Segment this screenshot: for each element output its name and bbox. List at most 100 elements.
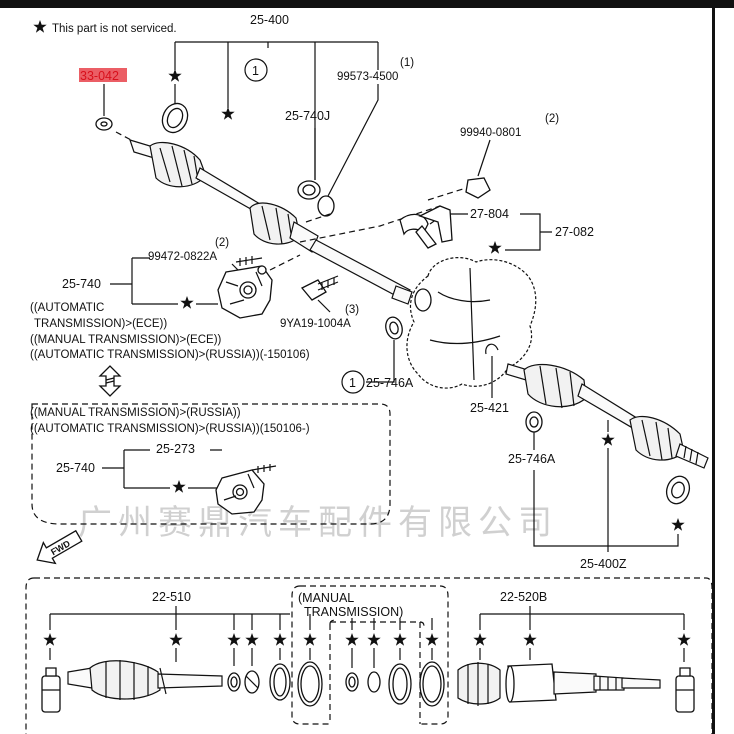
manual-box-line-2: TRANSMISSION)	[304, 605, 403, 619]
boot-kit	[457, 662, 501, 706]
callout-99573-ref: (1)	[400, 57, 414, 69]
support-bracket-russia	[215, 469, 265, 515]
star-kit-11	[473, 633, 487, 646]
boot-band-kit-2	[297, 661, 323, 707]
bracket-22-510	[49, 606, 311, 630]
callout-25-746A-left: 25-746A	[366, 376, 414, 390]
legend-note: This part is not serviced.	[52, 23, 177, 35]
callout-25-273: 25-273	[156, 442, 195, 456]
star-kit-10	[425, 633, 439, 646]
star-kit-7	[345, 633, 359, 646]
right-outer-boot	[629, 415, 685, 461]
callout-22-520B: 22-520B	[500, 590, 547, 604]
grease-tube-left	[41, 667, 61, 713]
star-25-740-russia	[172, 480, 186, 493]
callout-9ya19-1004A: 9YA19-1004A	[280, 318, 351, 330]
callout-25-740-russia: 25-740	[56, 461, 95, 475]
boot-band-kit-4	[419, 661, 445, 707]
nut-99940-part	[465, 177, 491, 199]
star-kit-8	[367, 633, 381, 646]
right-border	[712, 0, 715, 734]
clip-ring-kit-1	[227, 672, 241, 692]
russia-variant-box	[31, 403, 391, 525]
boot-band-kit-3	[388, 663, 412, 705]
bracket-22-520B	[351, 606, 685, 630]
callout-25-421: 25-421	[470, 401, 509, 415]
callout-99472-0822A: 99472-0822A	[148, 251, 217, 263]
star-kit-13	[677, 633, 691, 646]
bracket-25-740	[110, 257, 218, 305]
star-kit-1	[43, 633, 57, 646]
inner-joint-housing-kit	[505, 663, 661, 703]
callout-25-740: 25-740	[62, 277, 101, 291]
callout-27-082: 27-082	[555, 225, 594, 239]
clip-ring-kit-2	[244, 670, 260, 694]
callout-9ya19-ref: (3)	[345, 304, 359, 316]
callout-25-746A-right: 25-746A	[508, 452, 556, 466]
output-seal-left	[414, 288, 432, 312]
clamp-27-804-part	[399, 205, 453, 249]
condition-box-line-1: ((MANUAL TRANSMISSION)>(RUSSIA))	[30, 407, 241, 419]
outer-joint-assembly-kit	[67, 660, 223, 700]
double-arrow-icon	[98, 365, 122, 397]
condition-line-2: TRANSMISSION)>(ECE))	[34, 318, 167, 330]
support-bracket-upper	[217, 265, 273, 319]
circle-ref-1-top-label: 1	[252, 64, 259, 78]
front-driveshaft-left	[95, 117, 413, 305]
star-25-400-b	[221, 107, 235, 120]
star-25-400Z-a	[601, 433, 615, 446]
callout-33-042: 33-042	[80, 69, 119, 83]
callout-27-804: 27-804	[470, 207, 509, 221]
repair-kit-box	[25, 577, 713, 734]
manual-box-line-1: (MANUAL	[298, 591, 354, 605]
leader-99940	[477, 139, 491, 177]
bolt-9ya19-part	[300, 275, 339, 301]
callout-99472-ref: (2)	[215, 237, 229, 249]
star-kit-6	[303, 633, 317, 646]
callout-99940-0801: 99940-0801	[460, 127, 521, 139]
top-border	[0, 0, 734, 8]
star-25-400-a	[168, 69, 182, 82]
outer-cv-boot	[149, 141, 207, 188]
star-25-740	[180, 296, 194, 309]
highlight-33-042	[79, 68, 127, 82]
bracket-25-740-russia	[102, 449, 222, 489]
star-25-400Z-b	[671, 518, 685, 531]
bracket-27-082	[429, 213, 552, 251]
grease-tube-right	[675, 667, 695, 713]
condition-line-3: ((MANUAL TRANSMISSION)>(ECE))	[30, 334, 222, 346]
star-kit-4	[245, 633, 259, 646]
clip-ring-kit-4	[367, 671, 381, 693]
right-inner-boot	[523, 363, 587, 408]
callout-22-510: 22-510	[152, 590, 191, 604]
callout-25-740J: 25-740J	[285, 109, 330, 123]
fwd-arrow-icon: FWD	[36, 529, 83, 565]
callout-99573-4500: 99573-4500	[337, 71, 398, 83]
callout-99940-ref: (2)	[545, 113, 559, 125]
leader-99573	[327, 84, 379, 197]
star-kit-3	[227, 633, 241, 646]
watermark-text: 广州赛鼎汽车配件有限公司	[78, 503, 558, 543]
circle-ref-1-top	[244, 58, 268, 82]
star-27-082	[488, 241, 502, 254]
circle-ref-1-bottom-label: 1	[349, 376, 356, 390]
star-kit-12	[523, 633, 537, 646]
condition-box-line-2: ((AUTOMATIC TRANSMISSION)>(RUSSIA))(1501…	[30, 423, 310, 435]
star-kit-5	[273, 633, 287, 646]
callout-25-400: 25-400	[250, 13, 289, 27]
condition-line-4: ((AUTOMATIC TRANSMISSION)>(RUSSIA))(-150…	[30, 349, 310, 361]
bracket-25-400Z	[533, 420, 679, 552]
clip-ring-kit-3	[345, 672, 359, 692]
circle-ref-1-bottom	[341, 370, 365, 394]
bracket-25-400	[174, 41, 379, 180]
legend-star-icon	[33, 20, 47, 33]
star-kit-9	[393, 633, 407, 646]
boot-band-kit-1	[269, 663, 291, 701]
ring-99573	[317, 195, 335, 217]
clip-25-421-part	[485, 343, 499, 355]
condition-line-1: ((AUTOMATIC	[30, 302, 104, 314]
callout-25-400Z: 25-400Z	[580, 557, 627, 571]
star-kit-2	[169, 633, 183, 646]
front-driveshaft-right	[505, 363, 709, 469]
